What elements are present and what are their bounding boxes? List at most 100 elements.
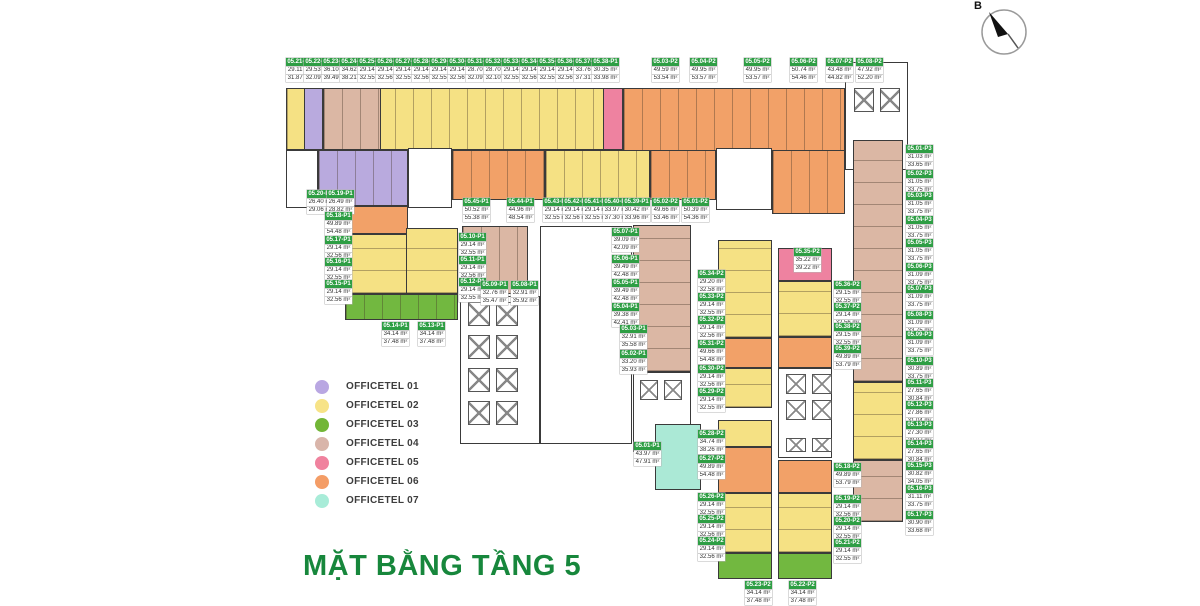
unit-area: 29.14 m²	[698, 301, 725, 309]
unit-area: 29.14 m²	[394, 66, 421, 74]
unit-id: 05.17-P1	[325, 236, 352, 244]
unit-area: 54.48 m²	[698, 356, 725, 364]
unit-area: 29.14 m²	[459, 241, 486, 249]
unit-area: 54.36 m²	[682, 214, 709, 222]
unit-area: 53.57 m²	[744, 74, 771, 82]
elevator-icon	[496, 401, 518, 425]
unit-area: 37.31 m²	[574, 74, 601, 82]
unit-id: 05.09-P3	[906, 331, 933, 339]
legend-label: OFFICETEL 05	[346, 457, 419, 468]
legend-label: OFFICETEL 06	[346, 476, 419, 487]
elevator-icon	[786, 374, 806, 394]
unit-id: 05.30-P1	[448, 58, 475, 66]
floorplan-block-yellow	[718, 368, 772, 408]
unit-area: 44.82 m²	[826, 74, 853, 82]
unit-id: 05.20-P2	[834, 517, 861, 525]
unit-area: 32.56 m²	[698, 381, 725, 389]
unit-area: 33.75 m²	[906, 186, 933, 194]
unit-area: 35.22 m²	[794, 256, 821, 264]
unit-area: 32.55 m²	[834, 339, 861, 347]
elevator-icon	[640, 380, 658, 400]
unit-area: 53.54 m²	[652, 74, 679, 82]
unit-area: 54.46 m²	[790, 74, 817, 82]
unit-id: 05.01-P1	[634, 442, 661, 450]
elevator-icon	[812, 400, 832, 420]
unit-area: 28.82 m²	[327, 206, 354, 214]
unit-area: 31.09 m²	[906, 319, 933, 327]
floorplan-block-aqua	[655, 424, 701, 490]
legend-label: OFFICETEL 07	[346, 495, 419, 506]
unit-area: 29.14 m²	[834, 525, 861, 533]
unit-area: 50.52 m²	[463, 206, 490, 214]
elevator-icon	[468, 368, 490, 392]
unit-area: 29.14 m²	[543, 206, 570, 214]
unit-area: 33.75 m²	[906, 279, 933, 287]
legend-item: OFFICETEL 02	[315, 396, 419, 415]
unit-area: 53.46 m²	[652, 214, 679, 222]
unit-id: 05.06-P3	[906, 263, 933, 271]
floorplan-block-orange	[772, 150, 845, 214]
unit-area: 33.97 m²	[603, 206, 630, 214]
unit-area: 42.41 m²	[612, 319, 639, 327]
unit-area: 39.22 m²	[794, 264, 821, 272]
unit-id: 05.39-P1	[623, 198, 650, 206]
unit-area: 42.48 m²	[612, 271, 639, 279]
unit-area: 29.14 m²	[698, 324, 725, 332]
unit-area: 49.59 m²	[652, 66, 679, 74]
unit-area: 31.05 m²	[906, 224, 933, 232]
unit-area: 32.55 m²	[698, 404, 725, 412]
compass-north-label: B	[974, 0, 982, 12]
unit-area: 32.55 m²	[538, 74, 565, 82]
unit-area: 36.10 m²	[322, 66, 349, 74]
floorplan-block-orange	[778, 460, 832, 493]
unit-area: 32.55 m²	[583, 214, 610, 222]
unit-area: 49.95 m²	[690, 66, 717, 74]
unit-area: 32.09 m²	[466, 74, 493, 82]
elevator-icon	[812, 438, 832, 452]
unit-id: 05.35-P1	[538, 58, 565, 66]
unit-area: 37.48 m²	[382, 338, 409, 346]
unit-id: 05.27-P2	[698, 455, 725, 463]
unit-id: 05.05-P1	[612, 279, 639, 287]
unit-area: 29.14 m²	[698, 501, 725, 509]
unit-area: 30.42 m²	[623, 206, 650, 214]
unit-id: 05.04-P2	[690, 58, 717, 66]
legend-item: OFFICETEL 04	[315, 434, 419, 453]
unit-area: 32.56 m²	[412, 74, 439, 82]
unit-area: 30.84 m²	[906, 395, 933, 403]
unit-area: 29.14 m²	[325, 244, 352, 252]
unit-area: 29.14 m²	[448, 66, 475, 74]
unit-area: 28.70 m²	[466, 66, 493, 74]
floorplan-block-tan	[853, 460, 903, 522]
unit-id: 05.43-P1	[543, 198, 570, 206]
unit-id: 05.42-P1	[563, 198, 590, 206]
elevator-icon	[496, 368, 518, 392]
legend-swatch	[315, 436, 329, 451]
unit-id: 05.21-P2	[834, 539, 861, 547]
unit-id: 05.12-P1	[459, 278, 486, 286]
unit-area: 33.96 m²	[623, 214, 650, 222]
unit-id: 05.05-P3	[906, 239, 933, 247]
unit-area: 29.14 m²	[538, 66, 565, 74]
unit-area: 29.14 m²	[834, 503, 861, 511]
floorplan-block-purple	[304, 88, 323, 150]
unit-area: 34.14 m²	[745, 589, 772, 597]
unit-id: 05.38-P1	[592, 58, 619, 66]
unit-area: 29.14 m²	[698, 373, 725, 381]
unit-area: 37.48 m²	[745, 597, 772, 605]
